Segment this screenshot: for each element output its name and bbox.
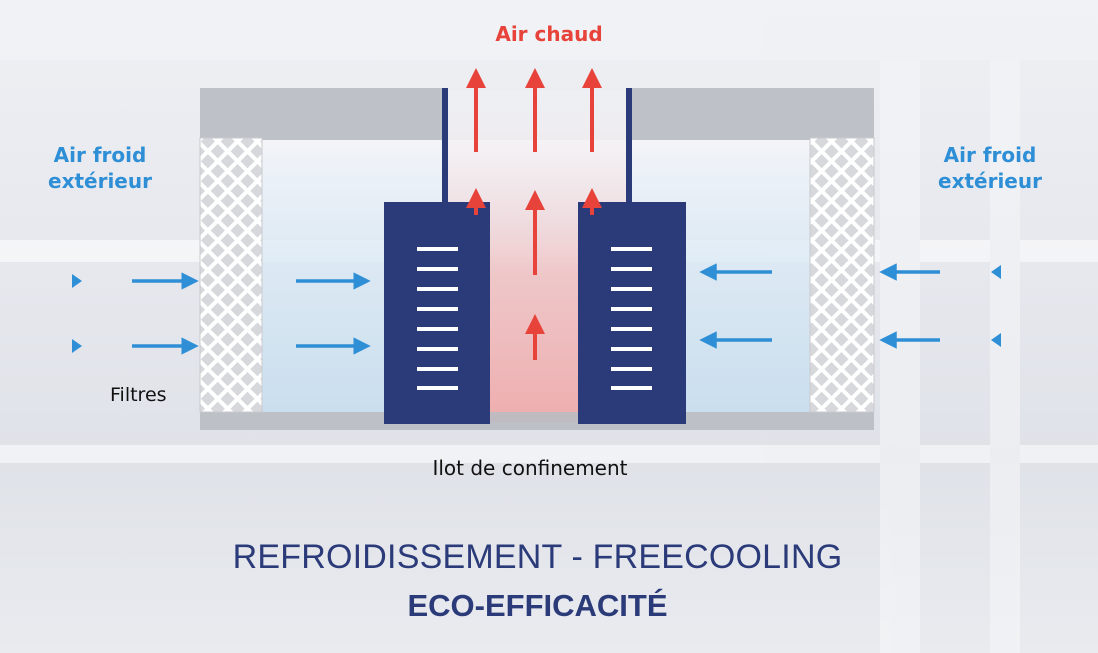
filter-mesh-icon <box>199 137 263 413</box>
title-line1: REFROIDISSEMENT - FREECOOLING <box>232 538 843 576</box>
title-line2: ECO-EFFICACITÉ <box>407 588 668 623</box>
cold-air-left-line2: extérieur <box>48 169 152 193</box>
containment-island-label: Ilot de confinement <box>432 456 628 480</box>
cold-air-arrow-icon <box>699 263 940 349</box>
server-rack-icon <box>578 202 686 424</box>
cold-air-arrow-icon <box>72 274 82 353</box>
chimney-wall-right <box>626 88 632 206</box>
cold-air-left-line1: Air froid <box>53 143 147 167</box>
cold-air-arrow-icon <box>132 272 371 355</box>
cold-air-arrow-icon <box>991 265 1001 347</box>
cold-air-right-line2: extérieur <box>938 169 1042 193</box>
hot-air-arrow-icon <box>466 68 602 360</box>
room-walls <box>200 88 874 430</box>
cold-air-right-label: Air froid extérieur <box>930 142 1050 194</box>
filter-mesh-icon <box>809 137 875 413</box>
cold-air-right-line1: Air froid <box>943 143 1037 167</box>
cold-air-left-label: Air froid extérieur <box>40 142 160 194</box>
chimney-wall-left <box>442 88 448 206</box>
hot-air-label: Air chaud <box>495 22 603 46</box>
server-rack-icon <box>384 202 490 424</box>
filters-label: Filtres <box>110 384 167 406</box>
